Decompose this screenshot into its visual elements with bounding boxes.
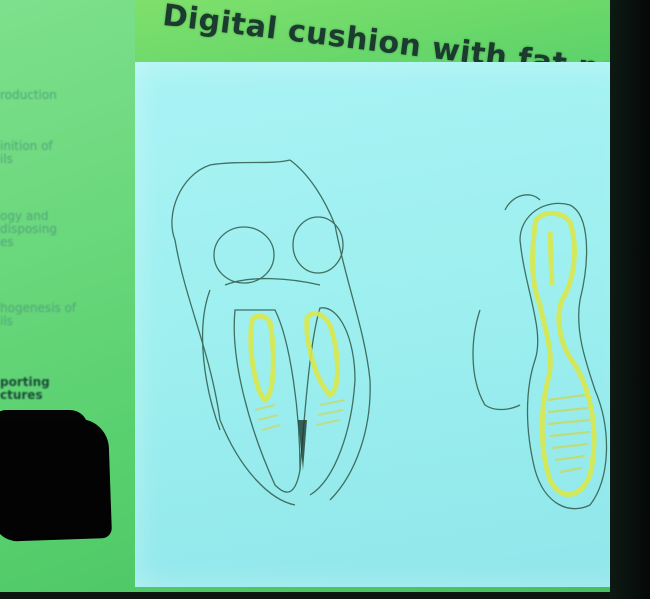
sole-fat-pad (533, 213, 594, 494)
claw-sole-view-sketch (473, 195, 606, 509)
fat-pad-left-right (307, 313, 338, 395)
fat-pad-left-left (251, 316, 273, 400)
redaction-blob (0, 418, 112, 542)
room-dark-edge (610, 0, 650, 599)
sole-hatching (548, 395, 590, 472)
